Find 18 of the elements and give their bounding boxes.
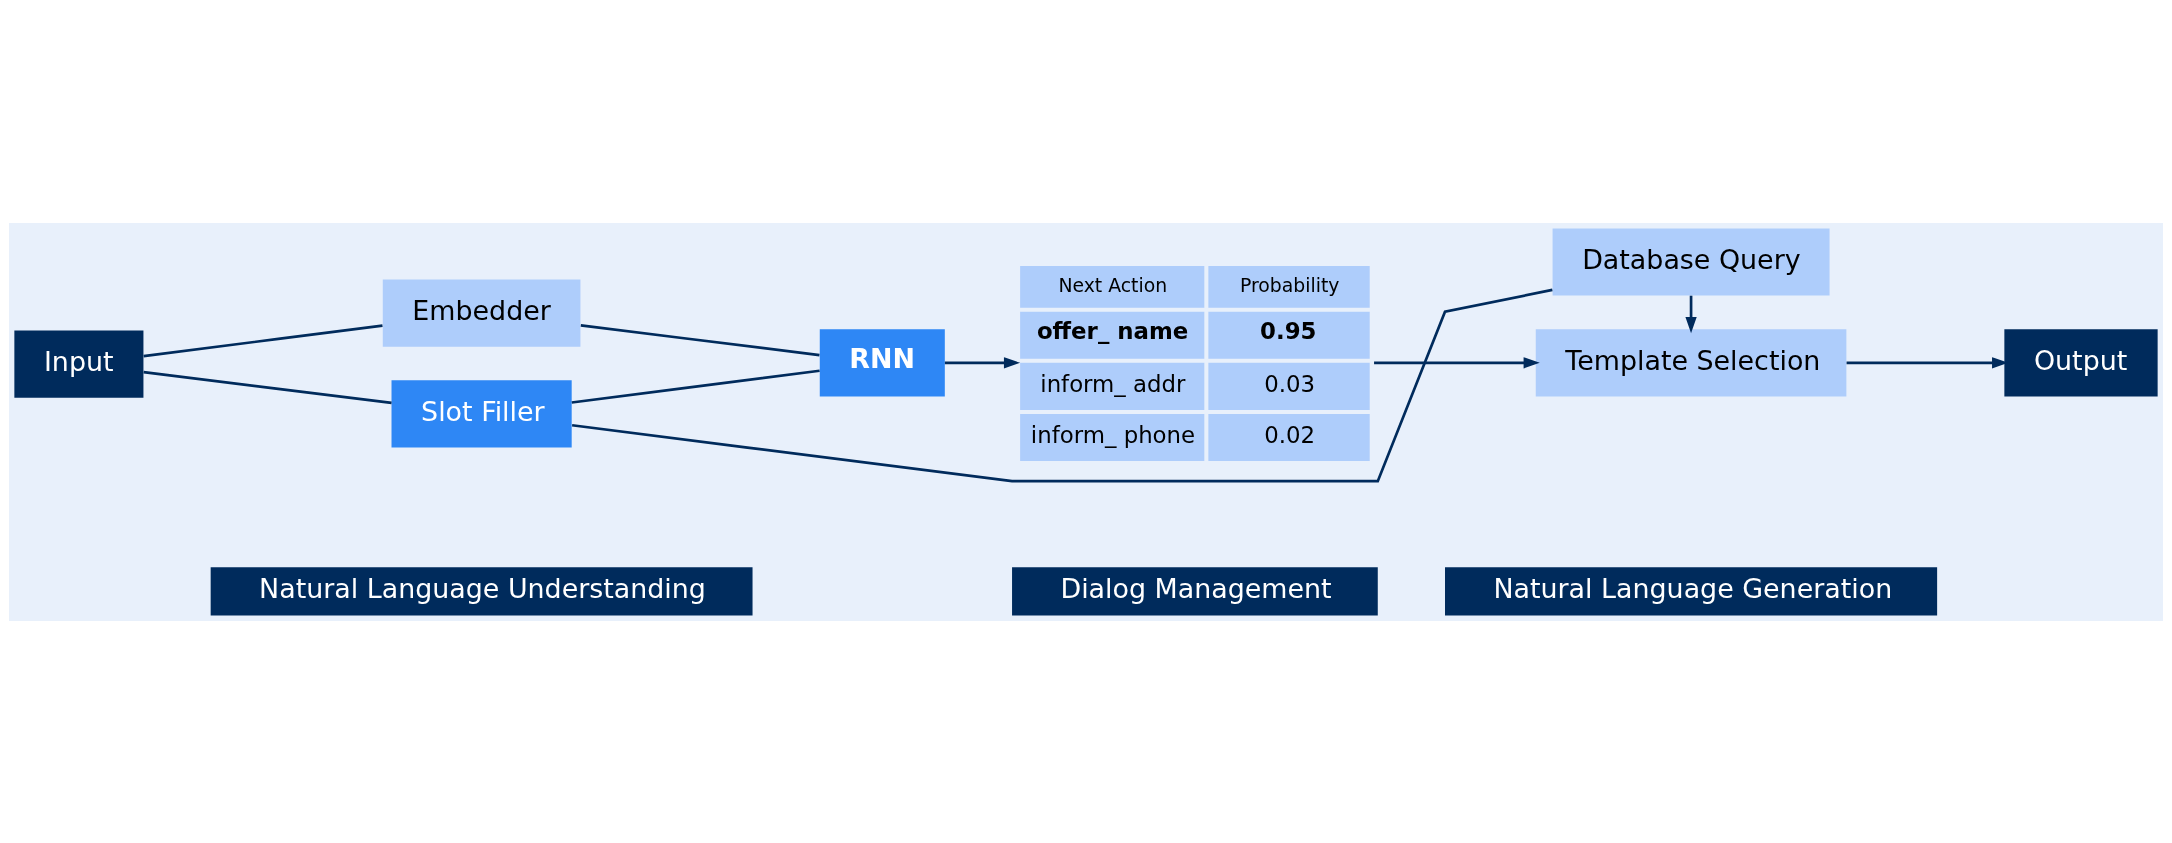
node-box: Dialog Management bbox=[1012, 566, 1378, 616]
arrow bbox=[1374, 356, 1540, 368]
node-box: Natural Language Understanding bbox=[210, 566, 753, 616]
node-box: Slot Filler bbox=[391, 379, 572, 448]
connector bbox=[143, 323, 383, 357]
connector bbox=[571, 288, 1553, 482]
node-box: RNN bbox=[819, 328, 945, 396]
node-box: Input bbox=[14, 330, 144, 398]
node-box: Database Query bbox=[1552, 227, 1830, 296]
node-box: Natural Language Generation bbox=[1445, 566, 1938, 616]
node-box: Output bbox=[2004, 328, 2158, 396]
arrow bbox=[944, 356, 1021, 368]
node-box: Template Selection bbox=[1535, 328, 1847, 396]
node-box: Embedder bbox=[382, 278, 581, 347]
connector bbox=[580, 323, 820, 356]
connector bbox=[571, 368, 820, 404]
arrow bbox=[1685, 295, 1697, 333]
connector bbox=[143, 370, 392, 404]
